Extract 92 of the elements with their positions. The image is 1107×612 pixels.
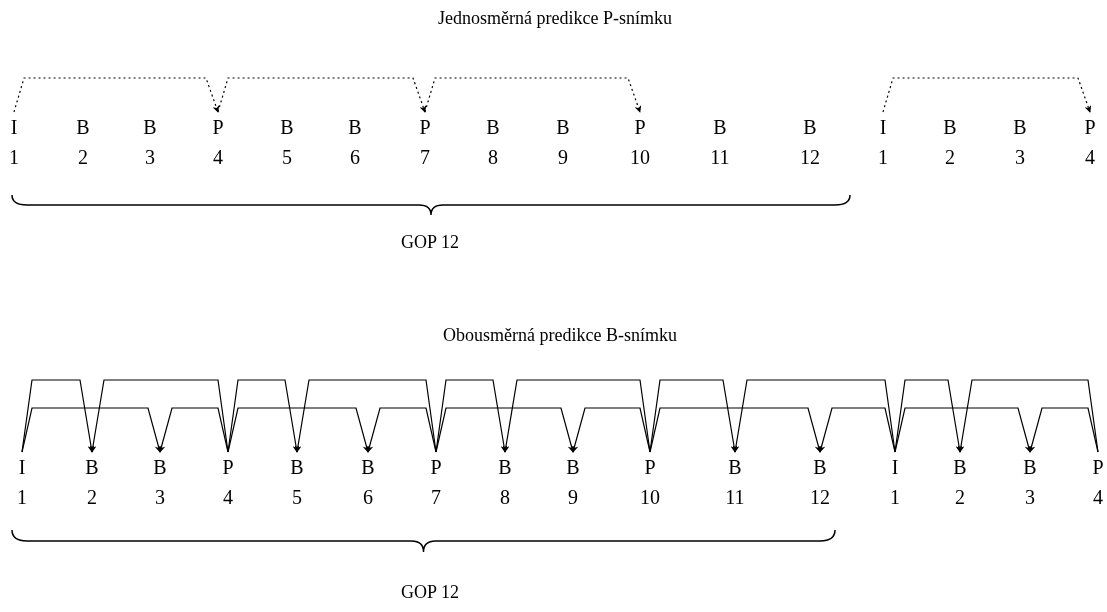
prediction-arrow (435, 407, 575, 453)
frame-type: P (633, 115, 647, 140)
frame-number: 8 (487, 145, 499, 170)
prediction-arrow (435, 379, 508, 453)
frame-number: 4 (212, 145, 224, 170)
group-label: GOP 12 (401, 232, 459, 253)
frame-number: 7 (419, 145, 431, 170)
frame-type: P (418, 115, 432, 140)
frame-type: P (1091, 455, 1105, 480)
section-heading: Obousměrná predikce B-snímku (443, 325, 677, 346)
prediction-arrow (894, 379, 963, 453)
frame-number: 6 (362, 485, 374, 510)
frame-type: P (643, 455, 657, 480)
frame-number: 4 (222, 485, 234, 510)
frame-type: B (727, 455, 743, 480)
frame-type: B (142, 115, 158, 140)
frame-type: B (75, 115, 91, 140)
frame-type: P (221, 455, 235, 480)
frame-type: B (360, 455, 376, 480)
frame-type: B (952, 455, 968, 480)
frame-type: B (565, 455, 581, 480)
frame-type: B (712, 115, 728, 140)
section-heading: Jednosměrná predikce P-snímku (438, 8, 672, 29)
frame-number: 9 (567, 485, 579, 510)
prediction-arrow (424, 77, 642, 113)
frame-number: 10 (639, 485, 661, 510)
frame-type: B (289, 455, 305, 480)
prediction-arrow (571, 407, 651, 453)
prediction-arrow (21, 407, 162, 453)
frame-number: 5 (281, 145, 293, 170)
prediction-arrow (649, 379, 738, 453)
frame-number: 2 (944, 145, 956, 170)
frame-type: B (497, 455, 513, 480)
frame-number: 5 (291, 485, 303, 510)
frame-number: 2 (77, 145, 89, 170)
frame-number: 11 (709, 145, 731, 170)
frame-number: 2 (954, 485, 966, 510)
frame-number: 3 (144, 145, 156, 170)
prediction-arrow (1028, 407, 1099, 453)
prediction-arrow (366, 407, 437, 453)
frame-type: B (152, 455, 168, 480)
prediction-arrow (818, 407, 896, 453)
frame-type: I (17, 455, 27, 480)
frame-number: 3 (154, 485, 166, 510)
frame-number: 9 (557, 145, 569, 170)
frame-number: 2 (86, 485, 98, 510)
frame-type: P (1083, 115, 1097, 140)
frame-number: 4 (1084, 145, 1096, 170)
frame-type: P (211, 115, 225, 140)
frame-type: B (812, 455, 828, 480)
prediction-arrow (21, 379, 95, 453)
prediction-arrow (227, 379, 300, 453)
frame-number: 11 (724, 485, 746, 510)
frame-number: 7 (430, 485, 442, 510)
frame-type: B (1022, 455, 1038, 480)
frame-type: B (485, 115, 501, 140)
frame-type: B (279, 115, 295, 140)
frame-number: 3 (1024, 485, 1036, 510)
prediction-arrow (227, 407, 370, 453)
frame-type: B (802, 115, 818, 140)
frame-number: 8 (499, 485, 511, 510)
frame-type: B (555, 115, 571, 140)
frame-number: 10 (629, 145, 651, 170)
frame-number: 1 (8, 145, 20, 170)
frame-type: I (878, 115, 888, 140)
frame-type: B (84, 455, 100, 480)
prediction-arrow (502, 379, 651, 453)
prediction-arrow (158, 407, 229, 453)
frame-number: 1 (16, 485, 28, 510)
frame-number: 6 (349, 145, 361, 170)
frame-type: B (347, 115, 363, 140)
prediction-arrow (732, 379, 896, 453)
prediction-arrow (957, 379, 1099, 453)
frame-number: 1 (877, 145, 889, 170)
prediction-arrow (294, 379, 437, 453)
prediction-arrow (217, 77, 427, 113)
frame-type: P (429, 455, 443, 480)
frame-type: I (9, 115, 19, 140)
frame-type: B (942, 115, 958, 140)
frame-number: 1 (889, 485, 901, 510)
prediction-arrow (894, 407, 1032, 453)
frame-number: 3 (1014, 145, 1026, 170)
prediction-arrow (89, 379, 229, 453)
frame-number: 4 (1092, 485, 1104, 510)
frame-type: I (890, 455, 900, 480)
prediction-arrow (882, 77, 1092, 113)
prediction-arrow (13, 77, 220, 113)
frame-number: 12 (799, 145, 821, 170)
frame-type: B (1012, 115, 1028, 140)
group-label: GOP 12 (401, 582, 459, 603)
frame-number: 12 (809, 485, 831, 510)
prediction-arrow (649, 407, 822, 453)
